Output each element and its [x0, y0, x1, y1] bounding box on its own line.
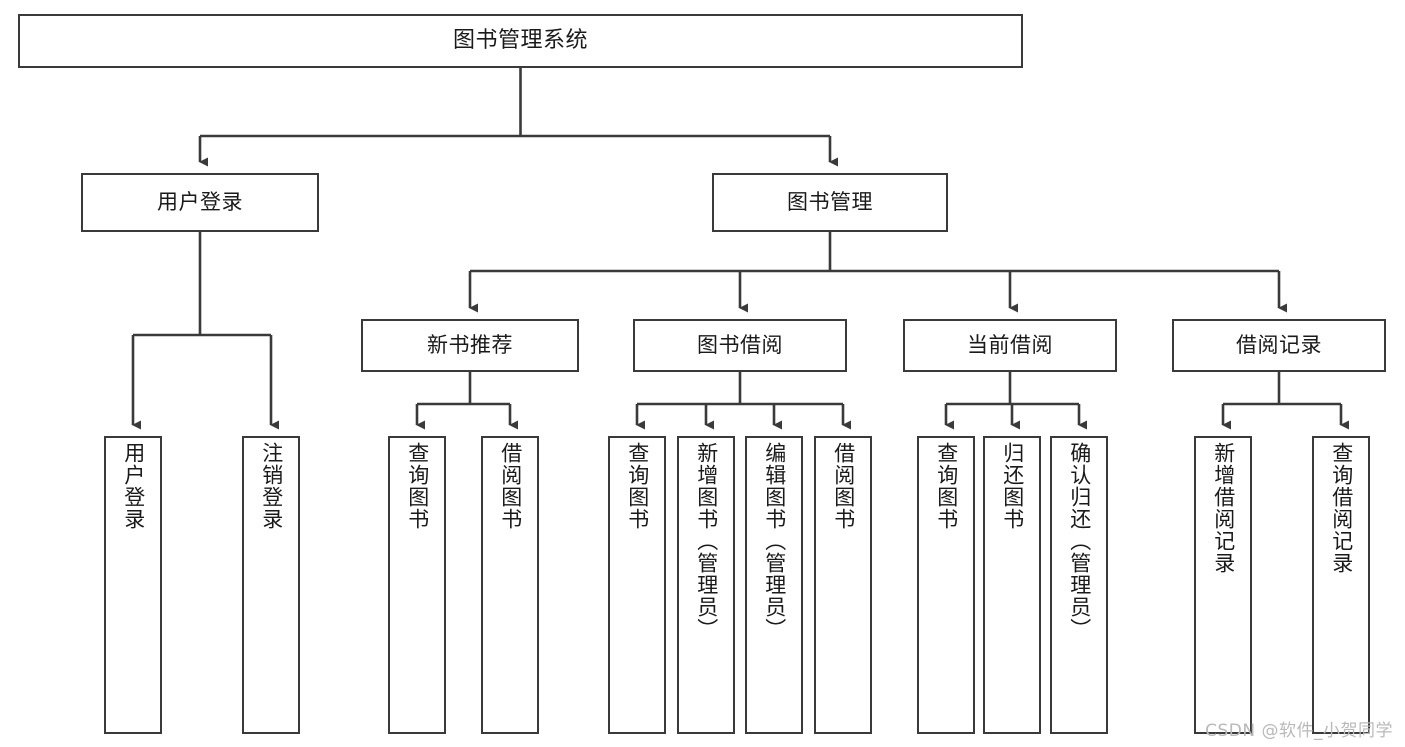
node-leaf-query-book-borrow[interactable]: 查询图书: [608, 436, 666, 734]
node-root[interactable]: 图书管理系统: [18, 14, 1023, 68]
node-leaf-user-logout[interactable]: 注销登录: [242, 436, 300, 734]
node-leaf-user-login[interactable]: 用户登录: [104, 436, 162, 734]
node-borrow-record[interactable]: 借阅记录: [1172, 319, 1386, 372]
node-label: 用户登录: [157, 189, 243, 214]
node-label: 归还图书: [1000, 442, 1025, 530]
node-leaf-query-record[interactable]: 查询借阅记录: [1312, 436, 1370, 734]
node-label: 查询图书: [625, 442, 650, 530]
node-user-login[interactable]: 用户登录: [81, 173, 319, 232]
node-book-borrow[interactable]: 图书借阅: [633, 319, 847, 372]
node-label: 借阅图书: [831, 442, 856, 530]
node-leaf-query-book-cur[interactable]: 查询图书: [917, 436, 975, 734]
node-book-manage[interactable]: 图书管理: [712, 173, 948, 232]
node-label: 查询图书: [405, 442, 430, 530]
node-leaf-return-book[interactable]: 归还图书: [983, 436, 1041, 734]
node-label: 图书借阅: [697, 332, 783, 357]
node-label: 新增借阅记录: [1211, 442, 1236, 574]
node-label: 用户登录: [121, 442, 146, 530]
node-label: 当前借阅: [967, 332, 1053, 357]
node-label: 注销登录: [259, 442, 284, 530]
node-label: 新增图书（管理员）: [694, 442, 719, 640]
node-leaf-add-book[interactable]: 新增图书（管理员）: [677, 436, 735, 734]
node-leaf-add-record[interactable]: 新增借阅记录: [1194, 436, 1252, 734]
node-new-book-rec[interactable]: 新书推荐: [361, 319, 579, 372]
node-leaf-edit-book[interactable]: 编辑图书（管理员）: [745, 436, 803, 734]
node-label: 借阅图书: [498, 442, 523, 530]
node-label: 编辑图书（管理员）: [762, 442, 787, 640]
node-label: 确认归还（管理员）: [1067, 442, 1092, 640]
node-leaf-confirm-return[interactable]: 确认归还（管理员）: [1050, 436, 1108, 734]
node-leaf-query-book-rec[interactable]: 查询图书: [388, 436, 446, 734]
node-label: 借阅记录: [1236, 332, 1322, 357]
watermark-credit: CSDN @软件_小贺同学: [1205, 721, 1393, 741]
node-label: 新书推荐: [427, 332, 513, 357]
node-leaf-borrow-book-rec[interactable]: 借阅图书: [481, 436, 539, 734]
node-label: 查询图书: [934, 442, 959, 530]
node-label: 查询借阅记录: [1329, 442, 1354, 574]
node-label: 图书管理系统: [452, 27, 588, 53]
node-current-borrow[interactable]: 当前借阅: [903, 319, 1117, 372]
node-label: 图书管理: [787, 189, 873, 214]
node-leaf-borrow-book[interactable]: 借阅图书: [814, 436, 872, 734]
